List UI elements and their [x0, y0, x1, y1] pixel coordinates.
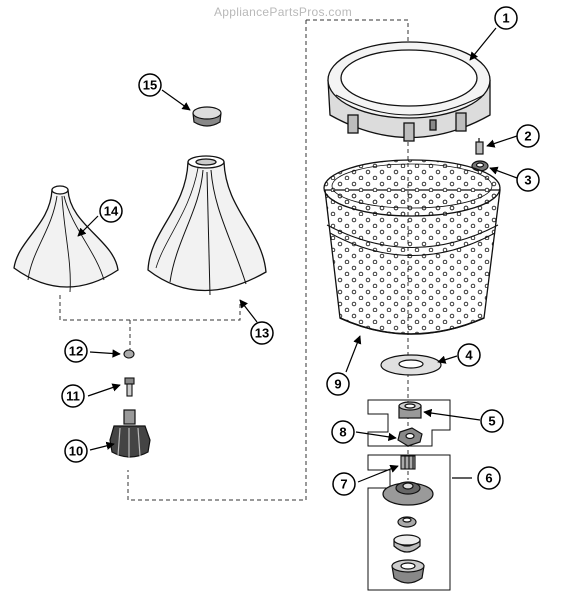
callout-3: 3: [516, 168, 540, 192]
hub-gasket: [380, 354, 442, 376]
callout-4-label: 4: [465, 348, 473, 363]
callout-14: 14: [99, 199, 123, 223]
callout-13: 13: [250, 321, 274, 345]
callout-8-label: 8: [339, 425, 346, 440]
callout-5: 5: [480, 409, 504, 433]
callout-11-label: 11: [66, 389, 80, 404]
callout-1: 1: [494, 6, 518, 30]
callout-6: 6: [477, 466, 501, 490]
callout-7-label: 7: [340, 477, 347, 492]
callout-12-label: 12: [69, 344, 83, 359]
small-nut: [123, 349, 135, 359]
callout-11: 11: [61, 384, 85, 408]
tub-ring: [327, 41, 491, 142]
callout-1-label: 1: [502, 11, 509, 26]
callout-5-label: 5: [488, 414, 495, 429]
group-bracket-upper: [367, 399, 451, 447]
spline: [400, 455, 416, 470]
leader-lines: [77, 27, 518, 483]
screw: [475, 138, 484, 155]
callout-13-label: 13: [255, 326, 269, 341]
hex-nut: [397, 427, 423, 447]
callout-2-label: 2: [524, 129, 531, 144]
group-bracket-lower: [367, 454, 451, 591]
bolt: [124, 377, 135, 397]
callout-9-label: 9: [334, 377, 341, 392]
callout-8: 8: [331, 420, 355, 444]
drive-block: [109, 409, 151, 458]
spin-basket: [323, 159, 501, 335]
callout-7: 7: [332, 472, 356, 496]
drive-hub-assembly: [382, 481, 434, 584]
callout-4: 4: [457, 343, 481, 367]
callout-6-label: 6: [485, 471, 492, 486]
callout-10: 10: [64, 439, 88, 463]
callout-15-label: 15: [143, 78, 157, 93]
callout-15: 15: [138, 73, 162, 97]
callout-9: 9: [326, 372, 350, 396]
callout-12: 12: [64, 339, 88, 363]
agitator: [147, 155, 267, 296]
agitator-cap: [192, 106, 222, 127]
agitator-skirt: [13, 185, 119, 293]
callout-3-label: 3: [524, 173, 531, 188]
callout-2: 2: [516, 124, 540, 148]
callout-10-label: 10: [69, 444, 83, 459]
seal: [398, 401, 422, 419]
watermark: AppliancePartsPros.com: [214, 5, 352, 19]
callout-14-label: 14: [104, 204, 119, 219]
